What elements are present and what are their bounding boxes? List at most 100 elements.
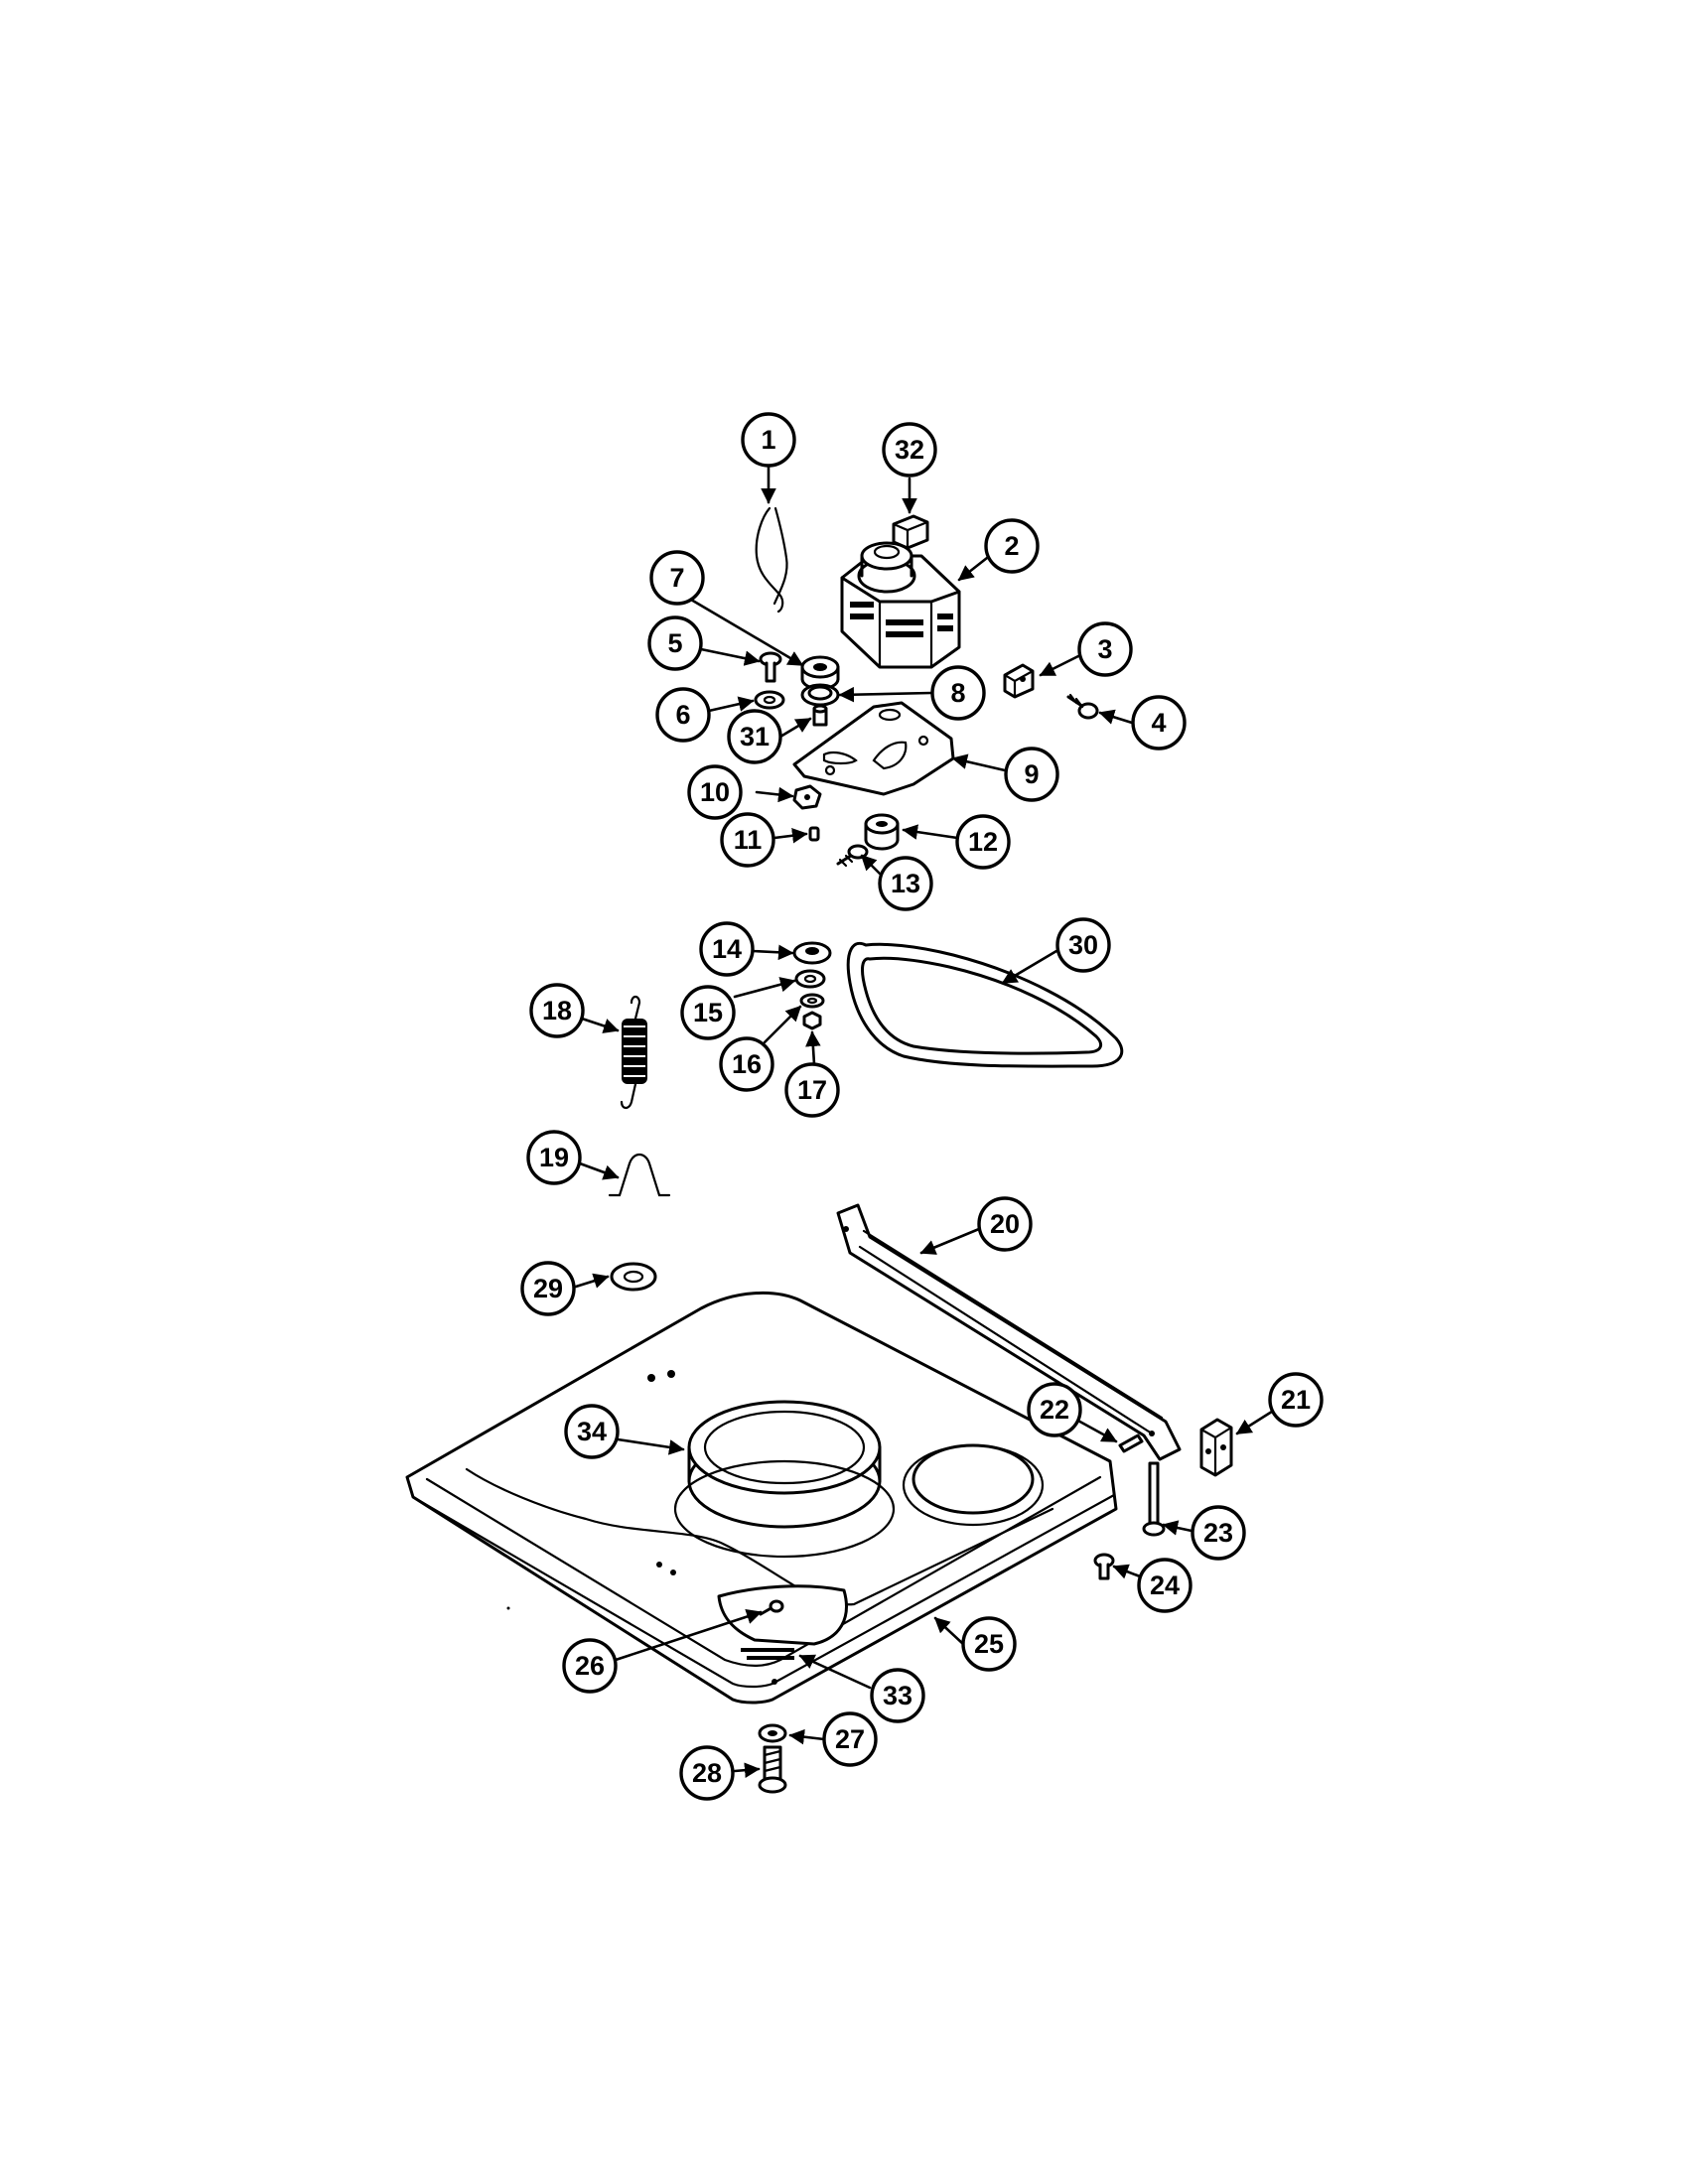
callout-1: 1 (741, 412, 796, 468)
part-28-leveling-bolt (758, 1745, 787, 1794)
part-1-wire-clip (755, 506, 788, 614)
callout-label: 14 (712, 934, 742, 964)
callout-label: 15 (693, 998, 723, 1027)
callout-12: 12 (955, 814, 1011, 870)
part-4-screw (1066, 693, 1099, 720)
callout-label: 12 (968, 827, 998, 857)
part-15-washer (794, 969, 826, 989)
part-17-nut (802, 1011, 822, 1030)
part-20-support-rail (836, 1203, 1182, 1461)
part-14-pulley (792, 941, 832, 965)
callout-label: 11 (734, 825, 763, 855)
part-6-washer (754, 690, 785, 710)
part-32-connector (892, 514, 929, 550)
part-16-washer (799, 993, 825, 1009)
part-5-bolt (759, 651, 782, 683)
callout-label: 22 (1040, 1395, 1069, 1425)
part-24-screw (1093, 1553, 1115, 1580)
callout-label: 18 (542, 996, 572, 1025)
callout-28: 28 (679, 1745, 735, 1801)
callout-label: 30 (1068, 930, 1098, 960)
callout-label: 20 (990, 1209, 1020, 1239)
part-12-bushing (864, 813, 900, 851)
callout-label: 16 (732, 1049, 762, 1079)
callout-20: 20 (977, 1196, 1033, 1252)
callout-21: 21 (1268, 1372, 1324, 1428)
callout-24: 24 (1137, 1558, 1193, 1613)
callout-4: 4 (1131, 695, 1187, 751)
callout-label: 31 (740, 722, 770, 751)
callout-33: 33 (870, 1668, 925, 1723)
callout-11: 11 (720, 812, 775, 868)
part-27-nut (758, 1723, 787, 1743)
part-2-motor-housing (840, 541, 961, 669)
callout-31: 31 (727, 709, 782, 764)
callout-label: 4 (1151, 708, 1166, 738)
callout-19: 19 (526, 1130, 582, 1185)
callout-30: 30 (1055, 917, 1111, 973)
part-34-tub-ring (673, 1400, 896, 1559)
callout-7: 7 (649, 550, 705, 606)
callout-label: 29 (533, 1274, 563, 1303)
scan-speck (506, 1606, 510, 1610)
callout-5: 5 (647, 615, 703, 671)
callout-10: 10 (687, 764, 743, 820)
callout-34: 34 (564, 1404, 620, 1459)
callout-label: 2 (1004, 531, 1019, 561)
part-21-hinge-bracket (1199, 1418, 1233, 1477)
callout-label: 27 (835, 1724, 865, 1754)
part-8-ring (800, 683, 840, 707)
callout-16: 16 (719, 1036, 774, 1092)
callout-label: 25 (974, 1629, 1004, 1659)
callout-label: 19 (539, 1143, 569, 1172)
part-3-bracket (1003, 663, 1035, 699)
callout-label: 21 (1281, 1385, 1311, 1415)
callout-label: 3 (1097, 634, 1112, 664)
part-31-spacer (812, 704, 828, 727)
part-26-screw (759, 1599, 784, 1616)
callout-6: 6 (655, 687, 711, 743)
callout-9: 9 (1004, 747, 1059, 802)
part-18-spring (620, 995, 647, 1110)
callout-3: 3 (1077, 621, 1133, 677)
callout-label: 5 (667, 628, 682, 658)
callout-23: 23 (1191, 1505, 1246, 1561)
part-10-nut (792, 784, 822, 810)
callout-27: 27 (822, 1711, 878, 1767)
callout-15: 15 (680, 985, 736, 1040)
callout-14: 14 (699, 921, 755, 977)
part-22-pin (1118, 1433, 1144, 1453)
callout-label: 26 (575, 1651, 605, 1681)
callout-25: 25 (961, 1616, 1017, 1672)
callout-13: 13 (878, 856, 933, 911)
callout-29: 29 (520, 1261, 576, 1316)
callout-32: 32 (882, 422, 937, 478)
callout-label: 34 (577, 1417, 607, 1446)
leader-lines (574, 465, 1277, 1778)
callout-label: 24 (1150, 1570, 1180, 1600)
part-29-washer (610, 1262, 657, 1292)
base-access-hole (902, 1443, 1045, 1527)
callout-18: 18 (529, 983, 585, 1038)
part-30-drive-belt (846, 942, 1124, 1068)
part-19-spring-clip (608, 1153, 671, 1197)
part-11-pin (808, 826, 820, 842)
callout-label: 32 (895, 435, 924, 465)
callout-label: 9 (1024, 759, 1039, 789)
callout-17: 17 (784, 1062, 840, 1118)
callout-2: 2 (984, 518, 1040, 574)
callout-label: 17 (797, 1075, 827, 1105)
callout-26: 26 (562, 1638, 618, 1694)
callout-label: 6 (675, 700, 690, 730)
part-23-shaft (1142, 1461, 1166, 1537)
callout-label: 1 (761, 425, 775, 455)
callout-8: 8 (930, 665, 986, 721)
callout-label: 7 (669, 563, 684, 593)
callout-22: 22 (1027, 1382, 1082, 1437)
callout-label: 8 (950, 678, 965, 708)
callout-label: 28 (692, 1758, 722, 1788)
callout-label: 10 (700, 777, 730, 807)
callout-label: 33 (883, 1681, 912, 1710)
callout-label: 23 (1203, 1518, 1233, 1548)
